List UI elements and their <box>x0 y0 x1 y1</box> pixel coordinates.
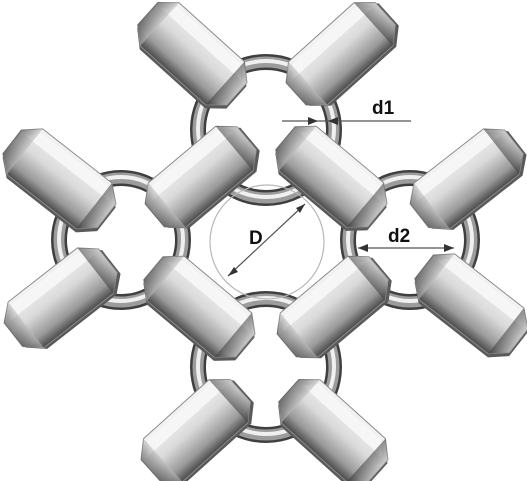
ring-right <box>340 170 480 310</box>
ring-left <box>51 170 191 310</box>
link-left-top <box>2 128 117 233</box>
link-center-ul <box>144 125 260 229</box>
diameter-D-line <box>227 203 306 277</box>
label-d2: d2 <box>388 226 410 247</box>
dimensions-layer: D d1 d2 <box>209 98 454 300</box>
ring-top <box>190 54 342 206</box>
diameter-D-arrow-start <box>228 267 238 276</box>
link-center-ll <box>143 255 256 361</box>
link-top-right <box>285 1 399 106</box>
label-d1: d1 <box>372 98 395 119</box>
label-D: D <box>249 228 263 249</box>
link-right-top <box>409 128 527 230</box>
wire-d1-arrow-out <box>328 117 338 125</box>
ring-d2-arrow-end <box>444 244 454 252</box>
inner-diameter-circle <box>209 184 325 300</box>
link-center-ur <box>275 125 388 231</box>
link-left-bottom <box>3 247 121 349</box>
link-right-bottom <box>414 253 527 358</box>
wire-d1-arrow-in <box>308 117 318 125</box>
link-center-lr <box>276 255 392 359</box>
link-top-left <box>137 1 248 109</box>
diameter-D-arrow-end <box>296 204 305 213</box>
ring-d2-arrow-start <box>358 244 368 252</box>
link-bottom-right <box>278 378 389 481</box>
link-bottom-left <box>140 378 254 481</box>
